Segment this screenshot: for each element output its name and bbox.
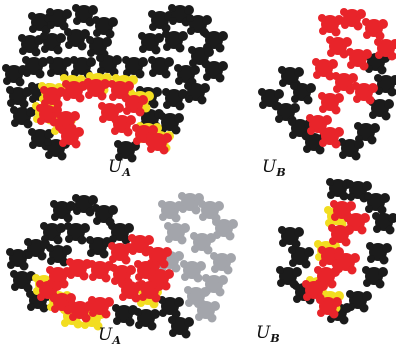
panel-bottom-right: UB <box>256 178 396 345</box>
panel-top-right: UB <box>258 8 396 179</box>
label-ua-bottom: UA <box>98 325 121 347</box>
label-ua-top: UA <box>108 157 131 179</box>
panel-bottom-left: UA <box>6 192 238 347</box>
label-ub-top: UB <box>262 157 286 179</box>
label-ub-bottom: UB <box>256 323 280 345</box>
panel-top-left: UA <box>2 4 228 179</box>
